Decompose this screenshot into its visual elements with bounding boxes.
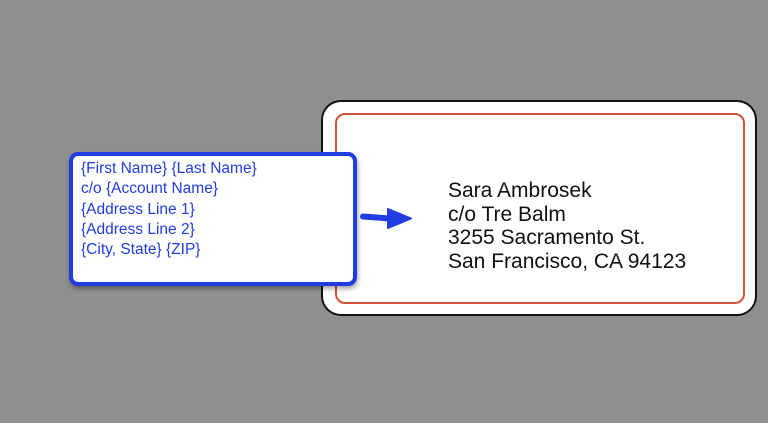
label-line-name: Sara Ambrosek <box>448 179 592 202</box>
template-line-city-state-zip: {City, State} {ZIP} <box>81 241 201 259</box>
label-line-city-state-zip: San Francisco, CA 94123 <box>448 249 687 273</box>
label-line-street: 3255 Sacramento St. <box>448 226 646 249</box>
mailing-label-card: Sara Ambrosek c/o Tre Balm 3255 Sacramen… <box>321 100 757 316</box>
label-line-care-of: c/o Tre Balm <box>448 202 566 226</box>
merge-template-box: {First Name} {Last Name} c/o {Account Na… <box>69 152 357 286</box>
merge-template-fields: {First Name} {Last Name} c/o {Account Na… <box>81 159 257 260</box>
template-line-account: c/o {Account Name} <box>81 180 218 198</box>
mailing-label-address: Sara Ambrosek c/o Tre Balm 3255 Sacramen… <box>448 179 686 273</box>
right-arrow-icon <box>360 208 412 229</box>
template-line-name: {First Name} {Last Name} <box>81 160 257 177</box>
template-line-address-2: {Address Line 2} <box>81 220 195 238</box>
template-line-address-1: {Address Line 1} <box>81 200 195 218</box>
